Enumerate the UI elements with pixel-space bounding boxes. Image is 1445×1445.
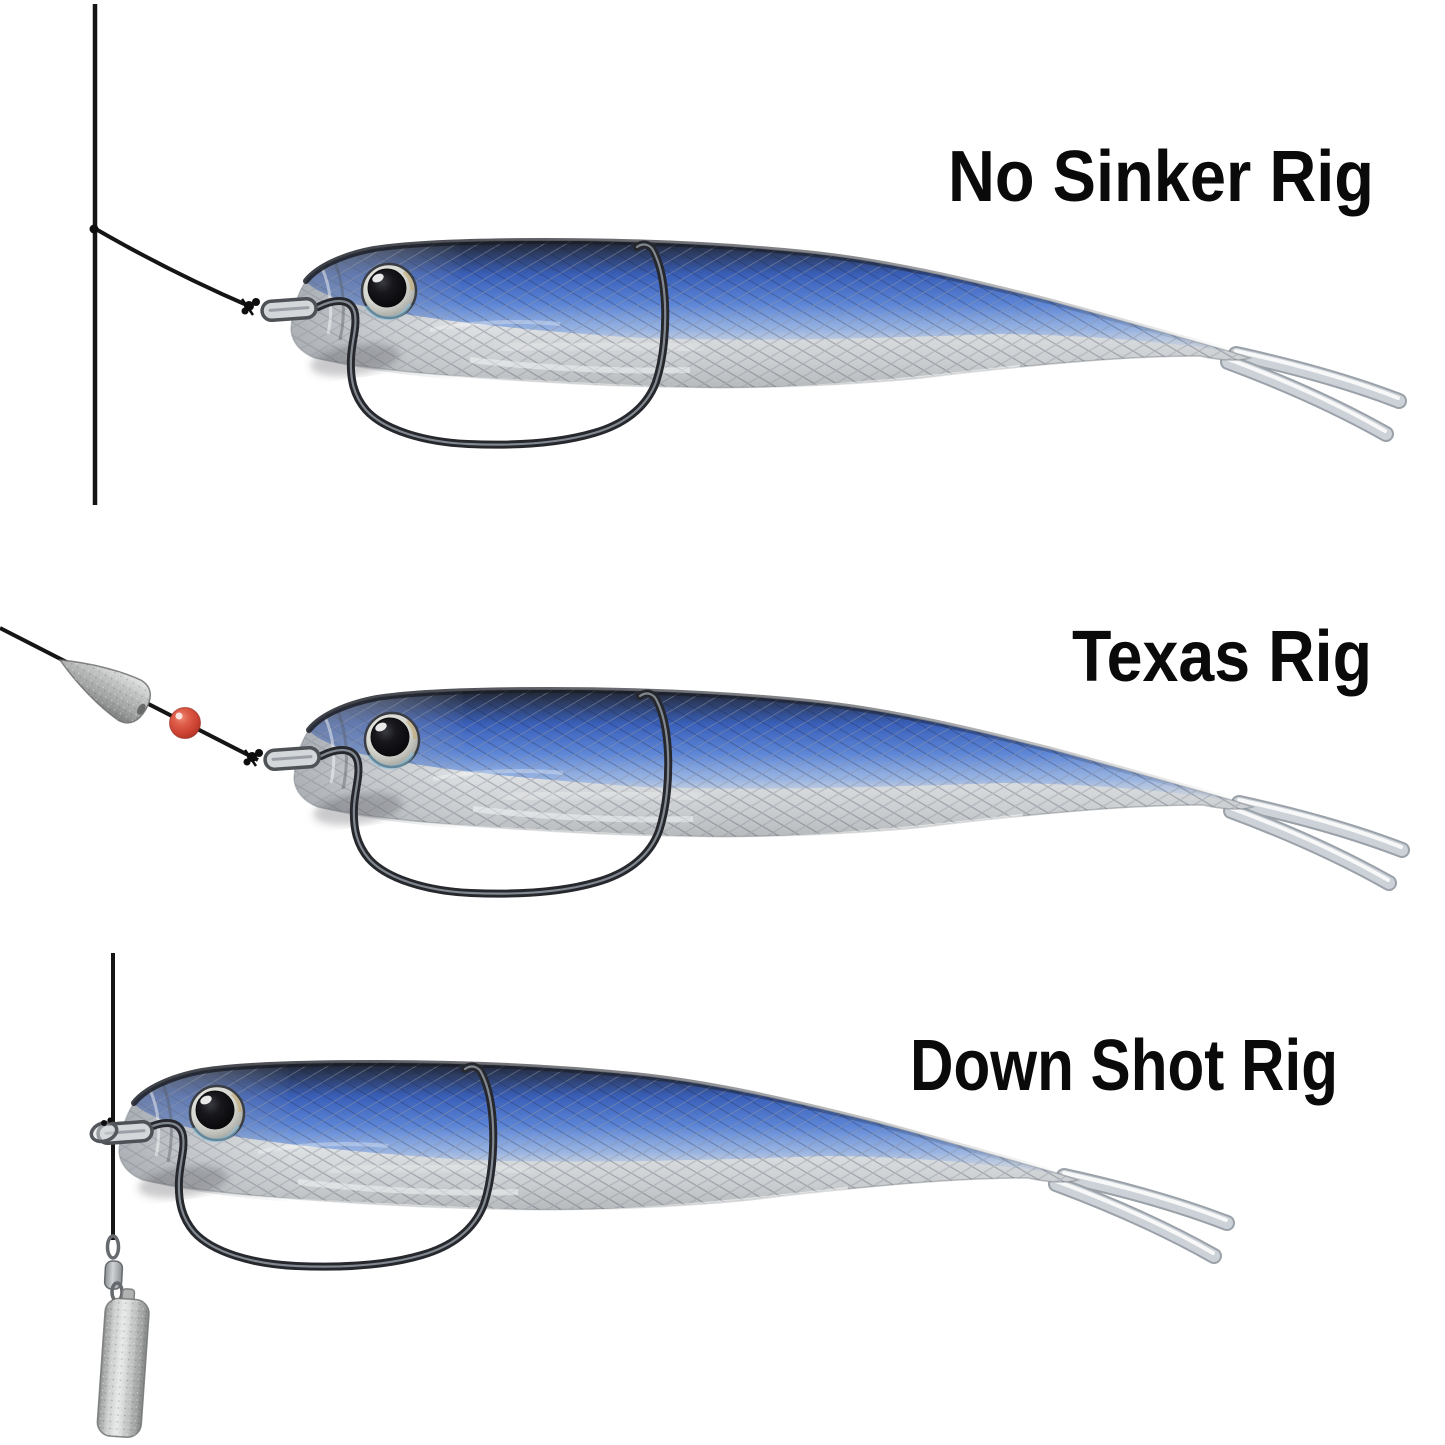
hook-eye-clip-no-sinker (259, 296, 319, 323)
down-shot-rig-label: Down Shot Rig (910, 1026, 1338, 1106)
fishing-line-leader (92, 226, 250, 308)
swimbait-lure-no-sinker (291, 241, 1399, 445)
bullet-sinker (58, 659, 151, 724)
red-bead (169, 707, 201, 739)
no-sinker-rig-section (89, 4, 260, 505)
hook-eye-clip-down-shot (89, 1117, 155, 1146)
texas-rig-section (0, 626, 263, 767)
swimbait-lure-texas (294, 690, 1402, 894)
drop-shot-weight (96, 1288, 150, 1439)
texas-rig-label: Texas Rig (1072, 617, 1372, 697)
hook-eye-clip-texas (262, 745, 322, 772)
line-junction-knot (89, 224, 99, 234)
hook-knot (243, 749, 263, 767)
barrel-swivel (103, 1234, 124, 1303)
down-shot-rig-section (96, 953, 150, 1439)
no-sinker-rig-label: No Sinker Rig (948, 137, 1374, 217)
hook-knot (240, 298, 260, 316)
